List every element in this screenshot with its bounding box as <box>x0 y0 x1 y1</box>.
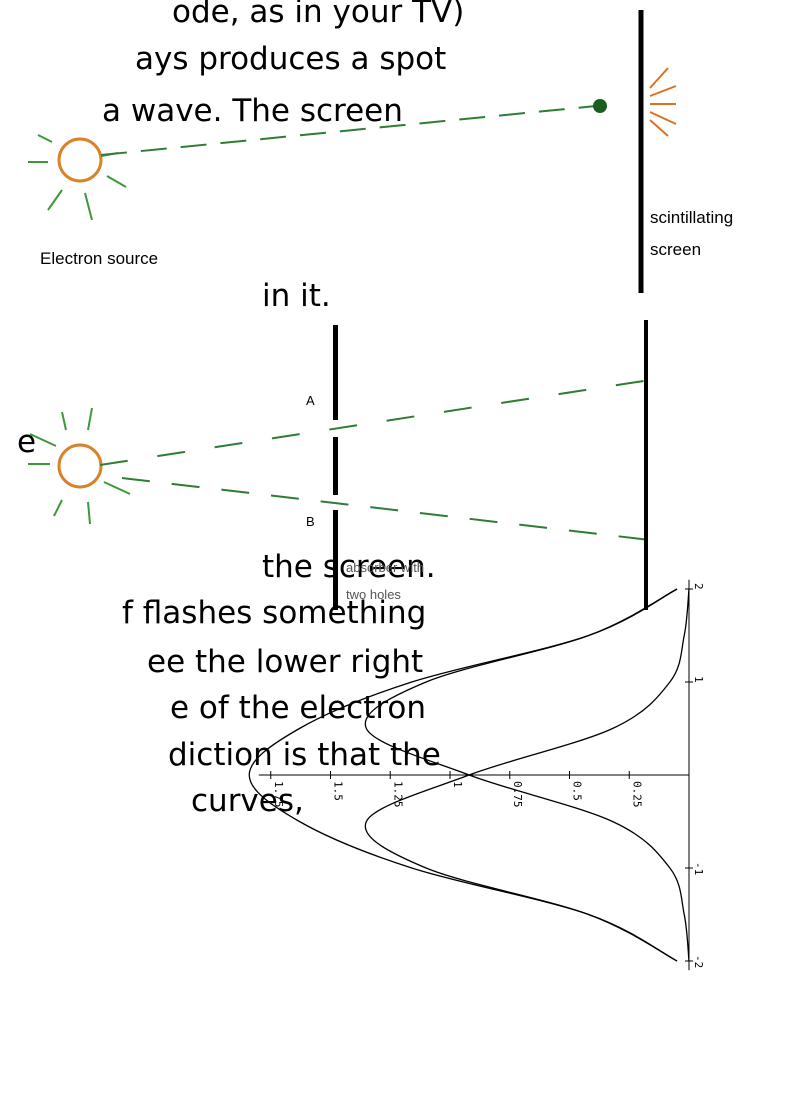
impact-dot <box>593 99 607 113</box>
double-slit-diagram: A B absorber with two holes <box>28 320 651 610</box>
absorber-label-line-2: two holes <box>346 587 401 602</box>
y-tick-label: -2 <box>692 955 705 968</box>
source-circle <box>57 137 103 183</box>
body-text: ode, as in your TV) ays produces a spot … <box>17 0 464 819</box>
text-line-8: ee the lower right <box>147 644 423 680</box>
text-line-10: diction is that the <box>168 737 441 773</box>
source-circle <box>57 443 103 489</box>
absorber-upper <box>333 325 338 420</box>
electron-source-icon <box>28 134 127 221</box>
text-line-2: ays produces a spot <box>135 41 446 77</box>
x-tick-label: 1.5 <box>332 781 345 801</box>
screen-label-line-1: scintillating <box>650 208 733 227</box>
path-through-b <box>121 477 651 541</box>
y-tick-label: 1 <box>692 676 705 683</box>
x-tick-label: 1.75 <box>272 781 285 808</box>
electron-path <box>100 105 597 156</box>
text-line-5: e <box>17 424 36 460</box>
text-line-6: the screen. <box>262 549 436 585</box>
text-line-1: ode, as in your TV) <box>172 0 464 30</box>
hole-b-label: B <box>306 514 315 529</box>
screen-label-line-2: screen <box>650 240 701 259</box>
electron-source-label: Electron source <box>40 249 158 268</box>
flash-icon <box>649 67 677 137</box>
text-line-3: a wave. The screen <box>102 93 403 129</box>
y-tick-label: 2 <box>692 583 705 590</box>
curve-upper <box>364 588 690 962</box>
electron-source-icon <box>28 407 131 525</box>
source-rays <box>28 134 127 221</box>
path-through-a <box>99 379 651 466</box>
single-electron-diagram: Electron source scintillating screen <box>28 10 733 293</box>
y-tick-label: -1 <box>692 862 705 875</box>
curve-lower <box>364 588 690 962</box>
absorber-lower <box>333 510 338 610</box>
intensity-chart: 1.75 1.5 1.25 1 0.75 0.5 0.25 2 1 -1 -2 <box>248 579 705 971</box>
x-tick-label: 0.75 <box>511 781 524 808</box>
absorber-middle <box>333 437 338 495</box>
x-tick-label: 0.5 <box>571 781 584 801</box>
x-tick-label: 1 <box>451 781 464 788</box>
x-tick-label: 0.25 <box>630 781 643 808</box>
text-line-7: f flashes something <box>122 595 426 631</box>
text-line-4: in it. <box>262 278 331 314</box>
source-rays <box>28 407 131 525</box>
x-tick-label: 1.25 <box>391 781 404 808</box>
text-line-9: e of the electron <box>170 690 426 726</box>
hole-a-label: A <box>306 393 315 408</box>
absorber-label-line-1: absorber with <box>346 560 424 575</box>
